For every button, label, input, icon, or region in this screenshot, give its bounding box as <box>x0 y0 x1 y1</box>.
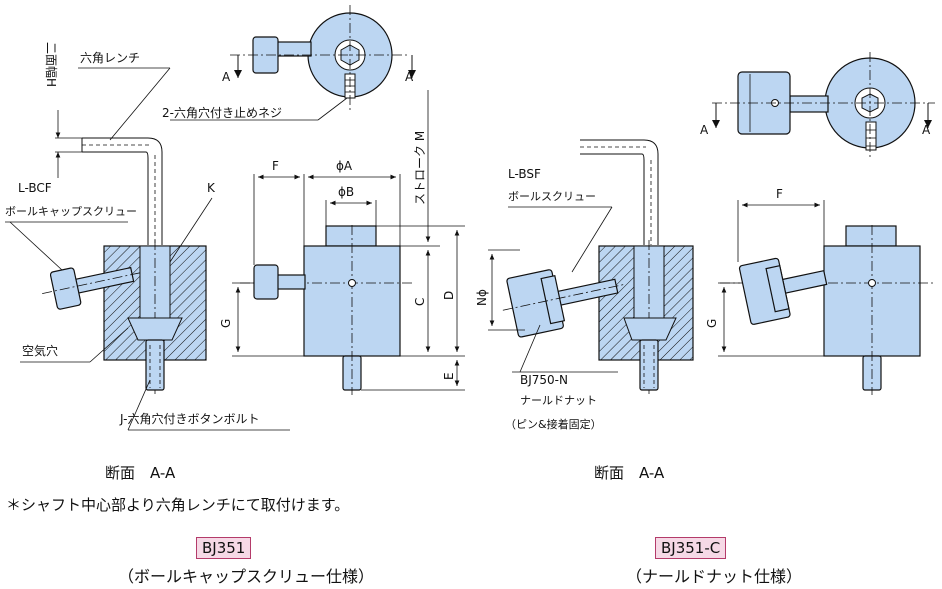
model-spec-bj351c: （ナールドナット仕様） <box>626 567 803 586</box>
right-section-marker-a2: A <box>922 123 931 137</box>
air-hole-label: 空気穴 <box>22 343 58 358</box>
knurl-nut-name: ナールドナット <box>520 394 597 407</box>
dim-g-left: G <box>219 319 233 328</box>
dim-phi-a: ϕA <box>336 159 353 173</box>
left-section-marker-a: A <box>222 70 231 84</box>
dim-phi-b: ϕB <box>338 185 354 199</box>
model-code-bj351: BJ351 <box>196 537 252 559</box>
mounting-note: ＊シャフト中心部より六角レンチにて取付けます。 <box>6 496 350 514</box>
knurl-nut-code: BJ750-N <box>520 373 568 387</box>
dim-stroke-m: ストローク M <box>413 131 427 205</box>
right-side-view <box>718 200 935 395</box>
dim-f-left: F <box>272 159 279 173</box>
left-section-view <box>42 110 207 395</box>
ball-cap-name: ボールキャップスクリュー <box>5 205 137 218</box>
left-side-view <box>232 90 465 395</box>
dim-f-right: F <box>776 187 783 201</box>
set-screw-leader <box>317 97 348 121</box>
dim-c: C <box>413 298 427 306</box>
left-section-marker-a2: A <box>405 70 414 84</box>
set-screw-label: 2-六角穴付き止めネジ <box>162 105 282 120</box>
dim-g-right: G <box>705 319 719 328</box>
knurl-note: （ピン&接着固定） <box>505 417 602 431</box>
ball-screw-code: L-BSF <box>508 167 541 181</box>
dim-e: E <box>442 372 456 380</box>
right-section-marker-a: A <box>700 123 709 137</box>
ball-cap-code: L-BCF <box>18 181 52 195</box>
left-top-view <box>230 5 416 110</box>
k-label: K <box>207 181 216 195</box>
n-phi-label: Nϕ <box>475 289 489 306</box>
hex-wrench-label: 六角レンチ <box>80 51 140 65</box>
right-section-view <box>488 139 694 395</box>
left-section-caption: 断面 A-A <box>105 464 176 482</box>
model-code-bj351c: BJ351-C <box>655 537 727 559</box>
right-section-caption: 断面 A-A <box>594 464 665 482</box>
ball-screw-name: ボールスクリュー <box>508 190 596 203</box>
width-across-label: 二面幅H <box>44 42 59 87</box>
right-top-view <box>712 52 935 160</box>
button-bolt-label: J-六角穴付きボタンボルト <box>119 411 259 426</box>
model-spec-bj351: （ボールキャップスクリュー仕様） <box>118 567 375 586</box>
dim-d: D <box>442 291 456 300</box>
